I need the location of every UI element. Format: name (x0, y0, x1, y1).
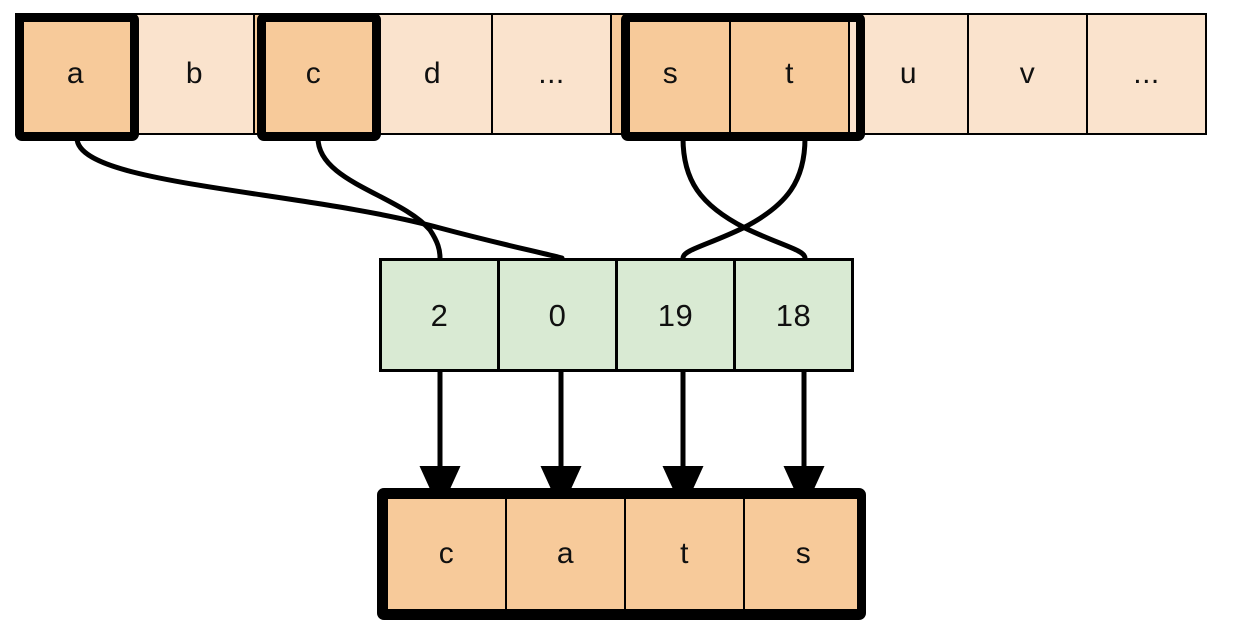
vocab-cell-v[interactable]: v (967, 13, 1088, 135)
vocab-cell-u[interactable]: u (848, 13, 969, 135)
vocab-cell-b[interactable]: b (134, 13, 255, 135)
index-row: 2 0 19 18 (379, 258, 854, 372)
vocab-cell-ellipsis-2[interactable]: ... (1086, 13, 1207, 135)
vocab-cell-c[interactable]: c (253, 13, 374, 135)
vocab-cell-a[interactable]: a (15, 13, 136, 135)
output-cell-a[interactable]: a (505, 497, 626, 611)
vocab-cell-s[interactable]: s (610, 13, 731, 135)
output-row: c a t s (386, 497, 864, 611)
output-cell-s[interactable]: s (743, 497, 864, 611)
curve-t-to-index-19 (680, 135, 808, 261)
index-cell-3[interactable]: 18 (733, 258, 854, 372)
vocabulary-row: a b c d ... s t u v ... (15, 13, 1207, 135)
vocab-cell-ellipsis-1[interactable]: ... (491, 13, 612, 135)
curve-s-to-index-18 (680, 135, 808, 261)
vocab-cell-d[interactable]: d (372, 13, 493, 135)
vocab-cell-t[interactable]: t (729, 13, 850, 135)
index-cell-1[interactable]: 0 (497, 258, 618, 372)
output-cell-t[interactable]: t (624, 497, 745, 611)
curve-a-to-index-0 (74, 135, 565, 261)
curve-c-to-index-2 (315, 135, 443, 261)
index-cell-0[interactable]: 2 (379, 258, 500, 372)
output-cell-c[interactable]: c (386, 497, 507, 611)
index-cell-2[interactable]: 19 (615, 258, 736, 372)
